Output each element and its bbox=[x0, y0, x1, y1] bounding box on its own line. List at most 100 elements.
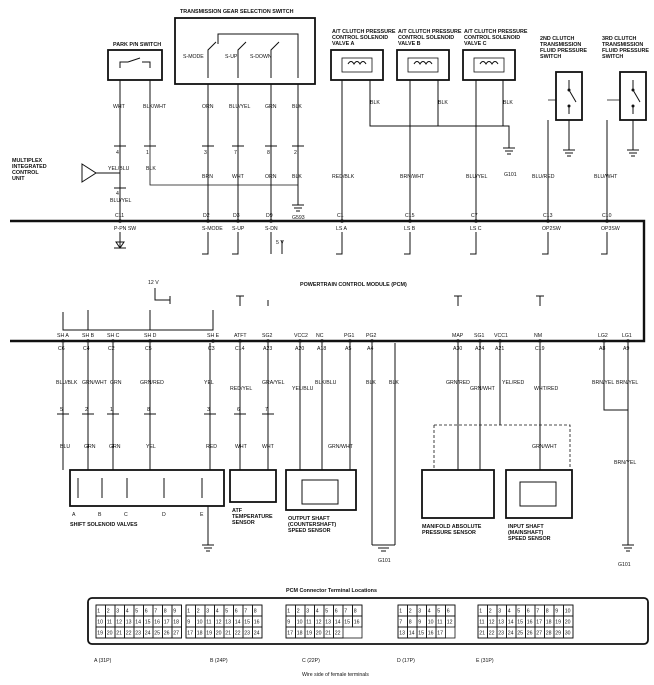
svg-text:G101: G101 bbox=[504, 172, 517, 178]
connector-e-label: E (31P) bbox=[476, 658, 494, 664]
svg-text:(MAINSHAFT): (MAINSHAFT) bbox=[508, 530, 544, 536]
lower-terminal-dot bbox=[626, 339, 630, 343]
svg-text:2: 2 bbox=[294, 150, 297, 156]
upper-terminal-code: C11 bbox=[115, 213, 124, 219]
connector-pin-number: 13 bbox=[126, 620, 132, 626]
svg-text:3RD CLUTCH: 3RD CLUTCH bbox=[602, 36, 637, 42]
connector-pin-number: 18 bbox=[197, 631, 203, 637]
solenoid-valve-b: A/T CLUTCH PRESSURE CONTROL SOLENOID VAL… bbox=[396, 29, 462, 81]
lower-terminal-name: SG1 bbox=[474, 333, 484, 339]
pcm-connector-outline bbox=[87, 597, 649, 645]
connector-pin-number: 14 bbox=[135, 620, 141, 626]
lower-terminal-name: LG1 bbox=[622, 333, 632, 339]
connector-pin-number: 21 bbox=[225, 631, 231, 637]
connector-pin-number: 18 bbox=[297, 631, 303, 637]
svg-text:GRN/WHT: GRN/WHT bbox=[532, 444, 558, 450]
lower-terminal-name: MAP bbox=[452, 333, 464, 339]
connector-pin-number: 14 bbox=[235, 620, 241, 626]
connector-pin-number: 17 bbox=[536, 620, 542, 626]
lower-terminal-name: SH E bbox=[207, 333, 220, 339]
svg-text:VALVE A: VALVE A bbox=[332, 41, 354, 47]
svg-text:A/T CLUTCH PRESSURE: A/T CLUTCH PRESSURE bbox=[332, 29, 396, 35]
svg-text:SPEED SENSOR: SPEED SENSOR bbox=[508, 536, 551, 542]
tgss-label: TRANSMISSION GEAR SELECTION SWITCH bbox=[180, 9, 294, 15]
upper-terminal-name: S-UP bbox=[232, 226, 245, 232]
connector-pin-number: 20 bbox=[316, 631, 322, 637]
lower-terminal-code: A8 bbox=[599, 346, 605, 352]
lower-terminal-name: LG2 bbox=[598, 333, 608, 339]
connector-pin-number: 1 bbox=[287, 609, 290, 615]
connector-pin-number: 5 bbox=[517, 609, 520, 615]
ground-g101-right: G101 bbox=[618, 544, 634, 568]
atf-temperature-sensor: ATF TEMPERATURE SENSOR bbox=[229, 469, 277, 526]
svg-text:GRN/RED: GRN/RED bbox=[140, 380, 164, 386]
connector-cell bbox=[563, 626, 574, 639]
connector-pin-number: 7 bbox=[344, 609, 347, 615]
twelve-volt-source bbox=[154, 288, 171, 304]
upper-terminal-dot bbox=[605, 219, 609, 223]
lower-terminal-code: C3 bbox=[208, 346, 215, 352]
connector-pin-number: 5 bbox=[225, 609, 228, 615]
upper-terminal-dot bbox=[474, 219, 478, 223]
svg-text:SPEED SENSOR: SPEED SENSOR bbox=[288, 528, 331, 534]
upper-terminal-dot bbox=[408, 219, 412, 223]
connector-pin-number: 22 bbox=[235, 631, 241, 637]
connector-pin-number: 16 bbox=[154, 620, 160, 626]
connector-pin-number: 6 bbox=[235, 609, 238, 615]
svg-text:7: 7 bbox=[234, 150, 237, 156]
connector-pin-number: 10 bbox=[297, 620, 303, 626]
map-sensor: MANIFOLD ABSOLUTE PRESSURE SENSOR bbox=[421, 469, 495, 536]
lower-terminal-name: VCC2 bbox=[294, 333, 308, 339]
lower-terminal-dot bbox=[538, 339, 542, 343]
connector-pin-number: 16 bbox=[527, 620, 533, 626]
lower-terminal-name: NM bbox=[534, 333, 542, 339]
connector-pin-number: 4 bbox=[216, 609, 219, 615]
svg-text:INPUT SHAFT: INPUT SHAFT bbox=[508, 524, 544, 530]
lower-terminal-name: PG2 bbox=[366, 333, 376, 339]
connector-pin-number: 22 bbox=[489, 631, 495, 637]
svg-text:GRN/RED: GRN/RED bbox=[446, 380, 470, 386]
connector-pin-number: 21 bbox=[325, 631, 331, 637]
svg-text:G101: G101 bbox=[618, 562, 631, 568]
svg-text:6: 6 bbox=[237, 407, 240, 413]
lower-terminal-name: SG2 bbox=[262, 333, 272, 339]
connector-pin-number: 13 bbox=[325, 620, 331, 626]
svg-text:GRN/WHT: GRN/WHT bbox=[470, 386, 496, 392]
lower-terminal-name: SH D bbox=[144, 333, 157, 339]
output-shaft-speed-sensor: OUTPUT SHAFT (COUNTERSHAFT) SPEED SENSOR bbox=[285, 469, 357, 534]
connector-pin-number: 6 bbox=[145, 609, 148, 615]
connector-pin-number: 29 bbox=[555, 631, 561, 637]
input-shaft-speed-sensor: INPUT SHAFT (MAINSHAFT) SPEED SENSOR bbox=[505, 469, 573, 542]
connector-pin-number: 12 bbox=[489, 620, 495, 626]
svg-text:TEMPERATURE: TEMPERATURE bbox=[232, 514, 273, 520]
svg-text:E: E bbox=[200, 512, 204, 518]
connector-pin-number: 23 bbox=[498, 631, 504, 637]
connector-pin-number: 15 bbox=[344, 620, 350, 626]
ground-g593: G593 bbox=[292, 200, 305, 221]
svg-text:WHT/RED: WHT/RED bbox=[534, 386, 558, 392]
connector-pin-number: 8 bbox=[354, 609, 357, 615]
lower-terminal-code: C6 bbox=[58, 346, 65, 352]
connector-pin-number: 6 bbox=[527, 609, 530, 615]
lower-terminal-dot bbox=[498, 339, 502, 343]
connector-pin-number: 24 bbox=[145, 631, 151, 637]
connector-pin-number: 26 bbox=[164, 631, 170, 637]
svg-text:5: 5 bbox=[60, 407, 63, 413]
svg-text:WHT: WHT bbox=[232, 174, 245, 180]
upper-terminal-code: C10 bbox=[602, 213, 612, 219]
connector-pin-number: 4 bbox=[428, 609, 431, 615]
connector-pin-number: 25 bbox=[154, 631, 160, 637]
svg-text:SWITCH: SWITCH bbox=[540, 54, 561, 60]
connector-pin-number: 30 bbox=[565, 631, 571, 637]
svg-text:BLU/YEL: BLU/YEL bbox=[466, 174, 487, 180]
svg-text:BLK: BLK bbox=[292, 174, 302, 180]
lower-terminal-dot bbox=[266, 339, 270, 343]
svg-text:BRN/YEL: BRN/YEL bbox=[592, 380, 614, 386]
lower-terminal-dot bbox=[111, 339, 115, 343]
upper-terminal-name: LS C bbox=[470, 226, 482, 232]
connector-pin-number: 2 bbox=[107, 609, 110, 615]
lower-terminal-dot bbox=[456, 339, 460, 343]
connector-pin-number: 9 bbox=[418, 620, 421, 626]
